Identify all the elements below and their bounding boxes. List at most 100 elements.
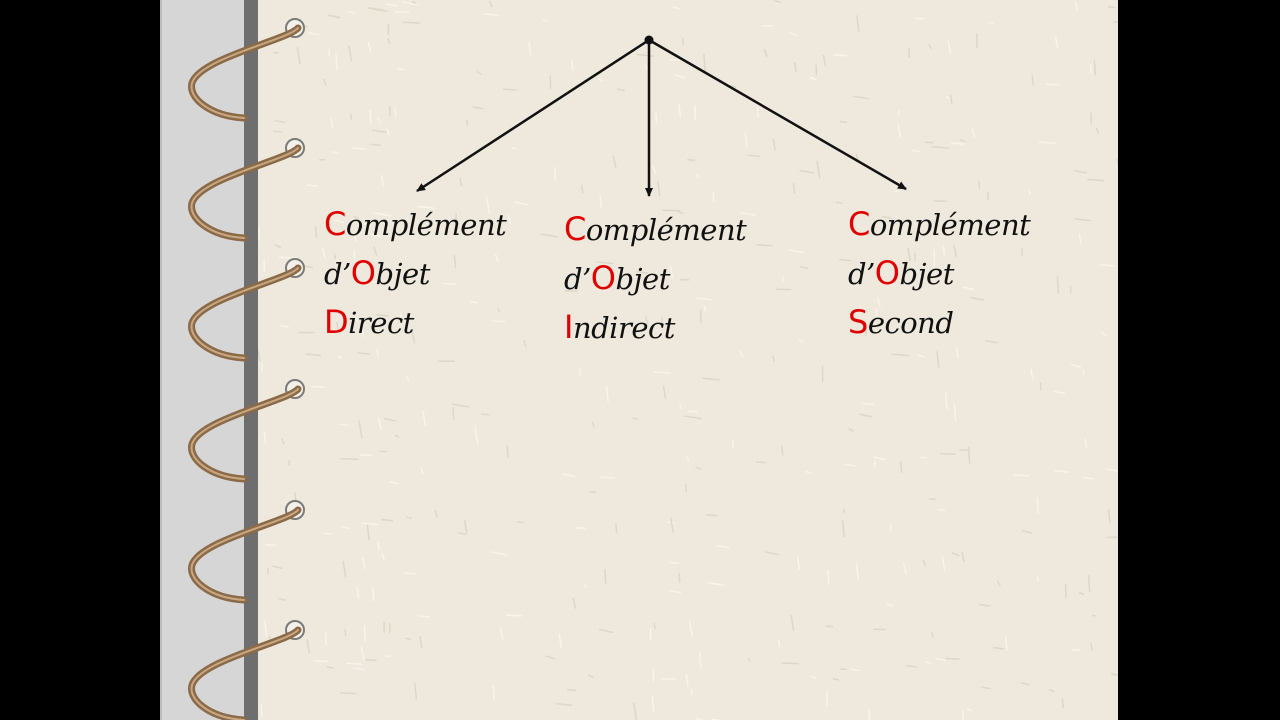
paper-fleck: [844, 463, 856, 467]
paper-fleck: [369, 233, 381, 237]
paper-fleck: [1084, 438, 1088, 448]
paper-fleck: [850, 668, 860, 672]
paper-fleck: [1074, 1, 1079, 10]
paper-fleck: [875, 308, 878, 317]
paper-fleck: [686, 455, 690, 462]
paper-fleck: [674, 74, 686, 79]
paper-fleck: [729, 85, 737, 89]
paper-fleck: [1028, 190, 1032, 196]
paper-fleck: [342, 560, 347, 578]
paper-fleck: [411, 1, 417, 4]
paper-fleck: [342, 526, 351, 530]
paper-fleck: [420, 466, 424, 475]
paper-fleck: [389, 481, 399, 485]
paper-fleck: [361, 522, 379, 526]
paper-fleck: [952, 245, 958, 258]
paper-fleck: [668, 589, 682, 594]
paper-fleck: [925, 661, 932, 664]
paper-fleck: [1078, 591, 1085, 596]
paper-fleck: [907, 248, 912, 262]
paper-fleck: [839, 258, 852, 262]
paper-fleck: [1107, 5, 1116, 9]
paper-fleck: [679, 403, 682, 410]
paper-fleck: [696, 297, 712, 301]
paper-fleck: [683, 415, 702, 420]
paper-fleck: [278, 256, 297, 259]
paper-fleck: [311, 385, 325, 389]
paper-fleck: [1101, 331, 1107, 336]
paper-fleck: [490, 551, 507, 556]
paper-fleck: [669, 517, 674, 533]
paper-fleck: [797, 556, 801, 571]
term-line: Complément: [848, 200, 1031, 249]
paper-fleck: [986, 191, 990, 201]
term-line: Complément: [324, 200, 507, 249]
paper-fleck: [1020, 681, 1031, 686]
paper-fleck: [451, 403, 469, 408]
paper-fleck: [841, 520, 845, 537]
paper-fleck: [354, 236, 357, 242]
paper-fleck: [961, 552, 965, 563]
paper-fleck: [1089, 643, 1094, 651]
paper-fleck: [377, 117, 382, 124]
red-initial: O: [350, 254, 376, 292]
paper-fleck: [570, 60, 574, 71]
paper-fleck: [825, 625, 834, 628]
paper-fleck: [744, 131, 749, 148]
paper-fleck: [881, 215, 892, 220]
paper-fleck: [669, 265, 674, 279]
paper-fleck: [580, 184, 584, 194]
paper-fleck: [394, 10, 410, 14]
paper-fleck: [942, 245, 946, 256]
paper-fleck: [306, 184, 318, 188]
paper-fleck: [781, 662, 799, 665]
paper-fleck: [698, 651, 702, 670]
paper-fleck: [772, 355, 776, 362]
paper-fleck: [572, 597, 577, 609]
paper-fleck: [274, 244, 282, 249]
paper-fleck: [684, 484, 688, 492]
paper-fleck: [347, 10, 355, 15]
paper-fleck: [404, 572, 417, 575]
paper-fleck: [348, 45, 353, 62]
paper-fleck: [652, 165, 657, 174]
paper-fleck: [636, 53, 655, 58]
paper-fleck: [591, 421, 595, 428]
term-line: d’Objet: [564, 254, 746, 303]
paper-fleck: [381, 518, 393, 522]
paper-fleck: [740, 211, 757, 216]
paper-fleck: [655, 112, 658, 124]
paper-fleck: [891, 353, 909, 357]
paper-fleck: [985, 339, 998, 344]
paper-fleck: [690, 688, 693, 696]
paper-fleck: [497, 307, 501, 313]
paper-fleck: [790, 614, 795, 631]
paper-fleck: [375, 314, 389, 317]
paper-fleck: [825, 691, 829, 707]
paper-fleck: [897, 124, 902, 139]
paper-fleck: [931, 145, 950, 149]
paper-fleck: [944, 392, 948, 410]
red-initial: I: [564, 308, 573, 346]
word-rest: omplément: [585, 213, 747, 247]
paper-fleck: [951, 551, 960, 557]
paper-fleck: [798, 339, 804, 343]
paper-fleck: [799, 169, 815, 174]
arrow-to-cos: [648, 38, 907, 191]
paper-fleck: [777, 639, 781, 647]
word-rest: bjet: [899, 257, 954, 291]
paper-fleck: [528, 41, 532, 56]
word-prefix: d’: [324, 257, 351, 291]
paper-fleck: [662, 385, 667, 400]
paper-fleck: [728, 237, 735, 240]
term-line: d’Objet: [848, 249, 1030, 298]
paper-fleck: [805, 470, 813, 475]
paper-fleck: [840, 120, 848, 124]
paper-fleck: [789, 249, 805, 254]
paper-fleck: [1030, 368, 1034, 380]
paper-fleck: [566, 688, 577, 692]
paper-fleck: [859, 413, 872, 418]
paper-fleck: [1048, 688, 1055, 693]
paper-fleck: [403, 21, 420, 24]
paper-fleck: [512, 147, 517, 150]
